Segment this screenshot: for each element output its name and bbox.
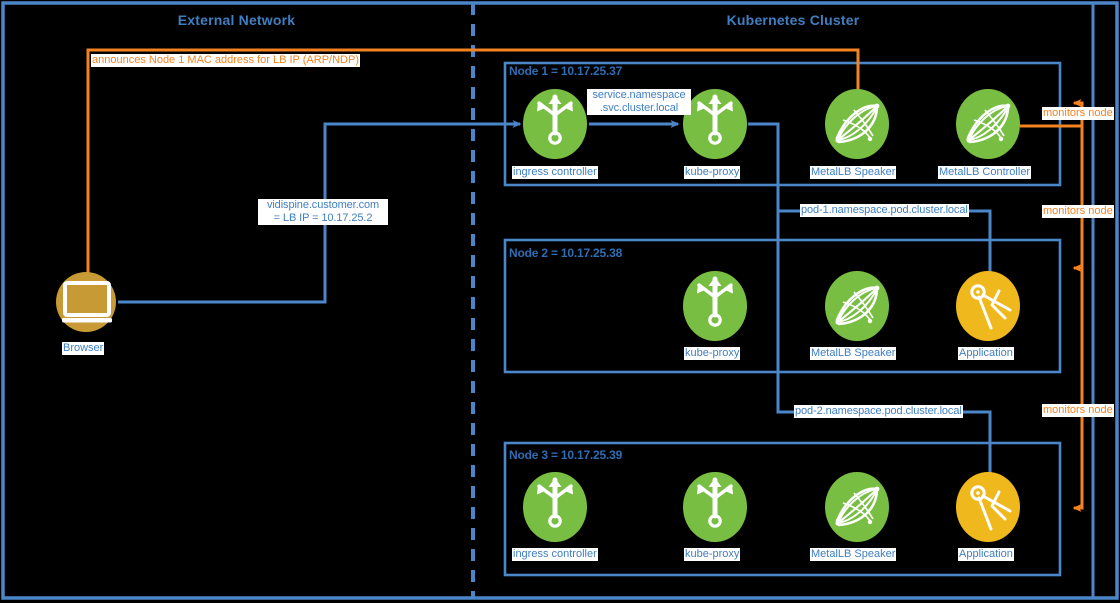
node-2-title: Node 2 = 10.17.25.38 <box>509 246 623 260</box>
label-monitors-node-2: monitors node <box>1042 205 1114 218</box>
icon-metallb-speaker-node1[interactable] <box>825 89 889 159</box>
icon-metallb-speaker-node2[interactable] <box>825 271 889 341</box>
label-monitors-node-1: monitors node <box>1042 107 1114 120</box>
icon-kube-proxy-node2[interactable] <box>683 271 747 341</box>
label-pod1-dns: pod-1.namespace.pod.cluster.local <box>800 204 969 217</box>
caption-metallb-speaker-node3: MetalLB Speaker <box>810 548 897 561</box>
caption-metallb-speaker-node2: MetalLB Speaker <box>810 347 897 360</box>
label-service-dns-line2: .svc.cluster.local <box>587 102 691 115</box>
node-1-title: Node 1 = 10.17.25.37 <box>509 64 623 78</box>
icon-metallb-controller-node1[interactable] <box>956 89 1020 159</box>
caption-ingress-controller-node3: ingress controller <box>512 548 598 561</box>
label-lb-ip-line2: = LB IP = 10.17.25.2 <box>258 212 388 225</box>
caption-browser: Browser <box>62 342 105 355</box>
label-pod2-dns: pod-2.namespace.pod.cluster.local <box>794 405 963 418</box>
caption-kube-proxy-node2: kube-proxy <box>684 347 741 360</box>
icon-metallb-speaker-node3[interactable] <box>825 472 889 542</box>
icon-kube-proxy-node3[interactable] <box>683 472 747 542</box>
caption-metallb-speaker-node1: MetalLB Speaker <box>810 166 897 179</box>
caption-kube-proxy-node1: kube-proxy <box>684 166 741 179</box>
label-lb-ip-line1: vidispine.customer.com <box>258 199 388 212</box>
caption-kube-proxy-node3: kube-proxy <box>684 548 741 561</box>
arp-announce-path <box>86 48 860 288</box>
node-3-box <box>503 441 1062 577</box>
node-2-box <box>503 238 1062 374</box>
caption-application-node2: Application <box>958 347 1014 360</box>
monitors-node-3-path <box>1072 268 1084 512</box>
external-network-title: External Network <box>177 12 296 28</box>
monitors-node-2-path <box>1072 126 1084 272</box>
label-monitors-node-3: monitors node <box>1042 404 1114 417</box>
kubernetes-cluster-title: Kubernetes Cluster <box>726 12 860 28</box>
icon-kube-proxy-node1[interactable] <box>683 89 747 159</box>
icon-browser[interactable] <box>56 272 116 332</box>
label-service-dns-line1: service.namespace <box>587 89 691 102</box>
icon-application-node3[interactable] <box>956 472 1020 542</box>
node-3-title: Node 3 = 10.17.25.39 <box>509 448 623 462</box>
icon-ingress-controller-node1[interactable] <box>523 89 587 159</box>
caption-metallb-controller-node1: MetalLB Controller <box>938 166 1032 179</box>
caption-ingress-controller-node1: ingress controller <box>512 166 598 179</box>
icon-ingress-controller-node3[interactable] <box>523 472 587 542</box>
caption-application-node3: Application <box>958 548 1014 561</box>
label-arp-announce: announces Node 1 MAC address for LB IP (… <box>91 54 360 67</box>
icon-application-node2[interactable] <box>956 271 1020 341</box>
